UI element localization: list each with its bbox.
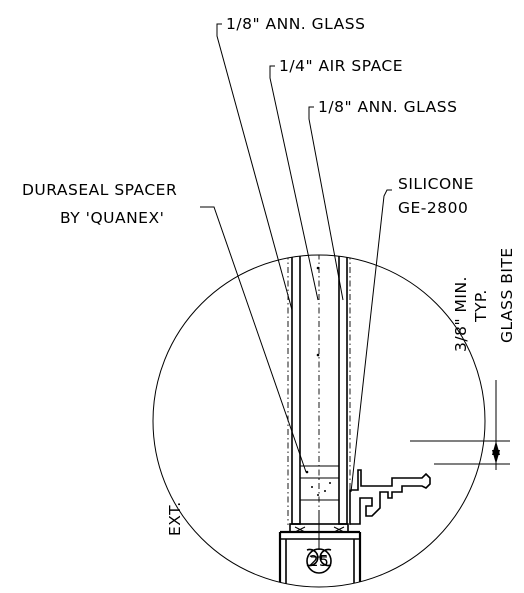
label-bite-typ: TYP. bbox=[472, 289, 490, 323]
outer-glass-lite bbox=[291, 255, 301, 525]
leader-lines bbox=[200, 23, 392, 493]
aluminum-frame bbox=[278, 530, 362, 587]
duraseal-spacer bbox=[299, 465, 340, 501]
label-glass-bite: GLASS BITE bbox=[498, 247, 516, 343]
label-outer-glass: 1/8" ANN. GLASS bbox=[226, 15, 365, 33]
label-inner-glass: 1/8" ANN. GLASS bbox=[318, 98, 457, 116]
label-silicone-1: SILICONE bbox=[398, 175, 474, 193]
glass-bite-dimension: 3/8" MIN. TYP. GLASS BITE bbox=[410, 247, 516, 470]
label-bite-dim: 3/8" MIN. bbox=[452, 276, 470, 352]
label-spacer-2: BY 'QUANEX' bbox=[60, 209, 164, 227]
label-silicone-2: GE-2800 bbox=[398, 199, 468, 217]
glazing-bead bbox=[349, 469, 431, 525]
label-exterior: EXT. bbox=[166, 501, 184, 536]
label-spacer-1: DURASEAL SPACER bbox=[22, 181, 177, 199]
detail-tag-number: 25 bbox=[309, 552, 330, 570]
glazing-section bbox=[278, 255, 431, 587]
detail-tag-circle bbox=[306, 548, 332, 574]
label-air-space: 1/4" AIR SPACE bbox=[279, 57, 403, 75]
